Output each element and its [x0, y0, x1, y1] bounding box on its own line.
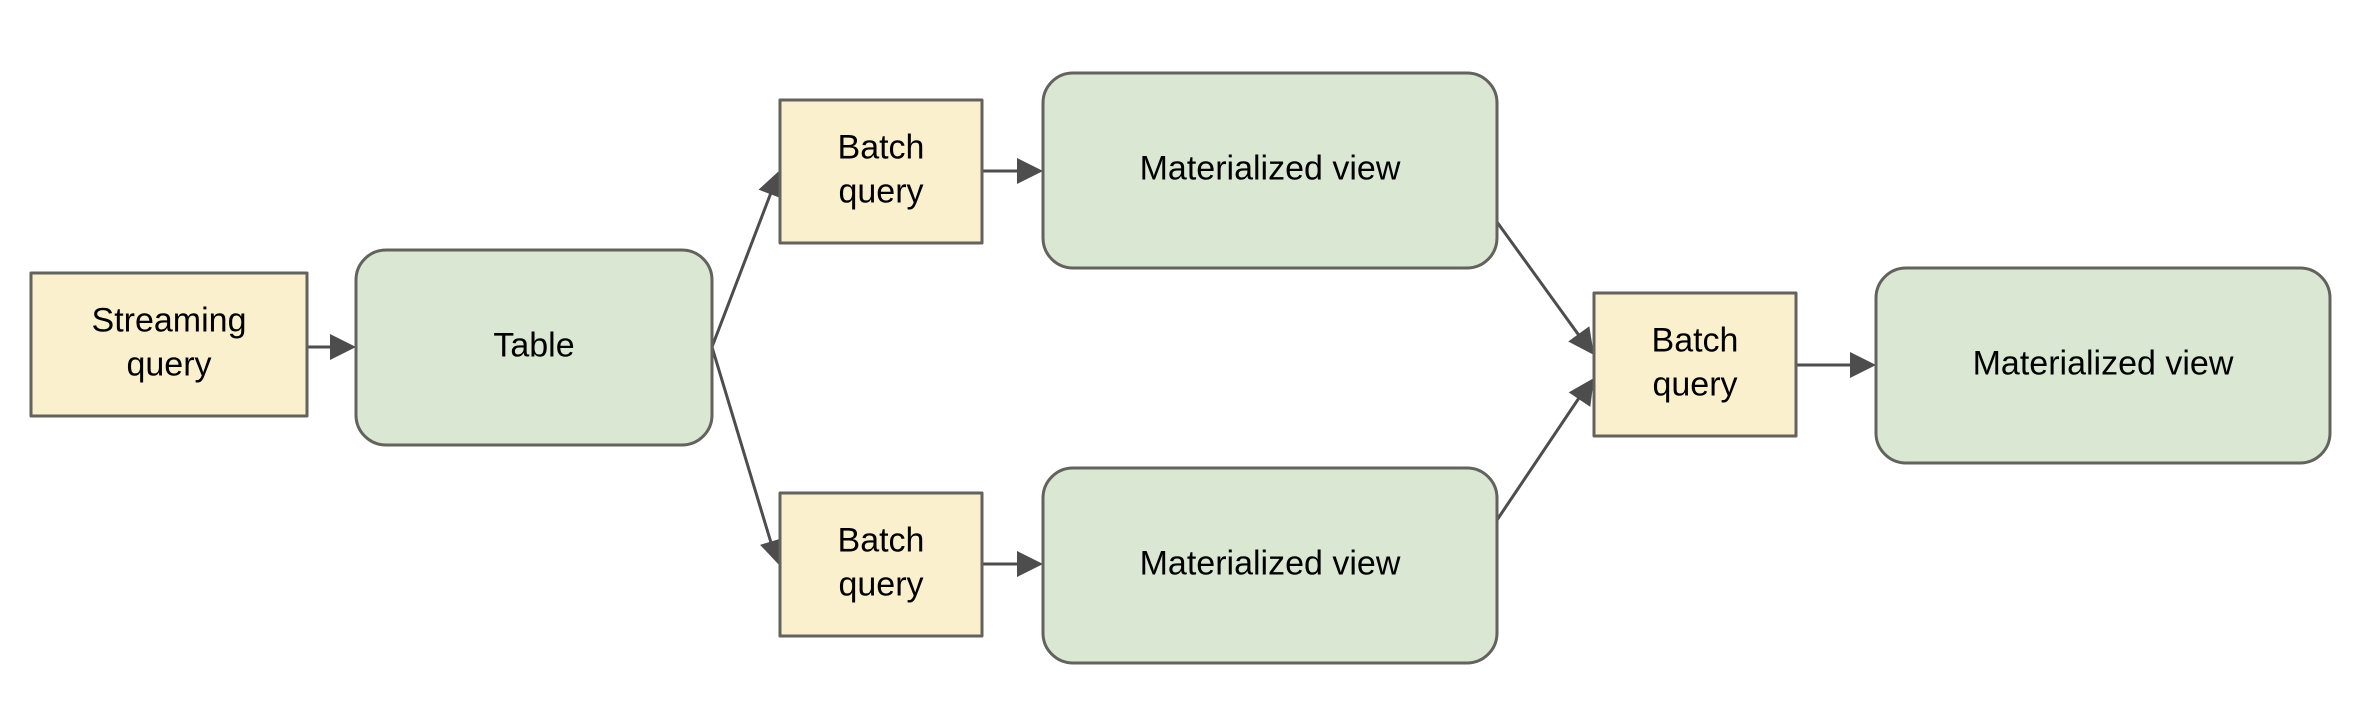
- node-label-streaming-query: query: [126, 345, 211, 383]
- edge-layer: [307, 158, 1876, 577]
- node-label-materialized-view-top: Materialized view: [1140, 149, 1401, 187]
- node-batch-query-bottom[interactable]: Batch query: [778, 491, 984, 638]
- node-label-batch-query-merge: query: [1652, 365, 1737, 403]
- node-shape-materialized-view-top[interactable]: [1041, 71, 1499, 270]
- node-label-batch-query-top: Batch: [838, 128, 925, 166]
- node-label-table: Table: [493, 326, 574, 364]
- node-shape-materialized-view-final[interactable]: [1874, 266, 2332, 465]
- node-label-materialized-view-bottom: Materialized view: [1140, 544, 1401, 582]
- node-label-batch-query-top: query: [838, 172, 923, 210]
- edge-batch-query-bottom-to-materialized-view-bottom: [982, 551, 1043, 577]
- edge-batch-query-top-to-materialized-view-top: [982, 158, 1043, 184]
- edge-streaming-query-to-table: [307, 334, 356, 360]
- node-batch-query-merge[interactable]: Batch query: [1592, 291, 1798, 438]
- node-label-streaming-query: Streaming: [92, 301, 247, 339]
- edge-batch-query-merge-to-materialized-view-final: [1796, 352, 1876, 378]
- edge-materialized-view-bottom-to-batch-query-merge: [1495, 378, 1594, 521]
- node-shape-streaming-query[interactable]: [29, 271, 309, 418]
- node-shape-materialized-view-bottom[interactable]: [1041, 466, 1499, 665]
- node-materialized-view-bottom[interactable]: Materialized view: [1041, 466, 1499, 665]
- node-shape-batch-query-merge[interactable]: [1592, 291, 1798, 438]
- node-batch-query-top[interactable]: Batch query: [778, 98, 984, 245]
- node-label-materialized-view-final: Materialized view: [1973, 344, 2234, 382]
- edge-table-to-batch-query-bottom: [710, 346, 785, 566]
- node-materialized-view-top[interactable]: Materialized view: [1041, 71, 1499, 270]
- node-shape-table[interactable]: [354, 248, 714, 447]
- node-label-batch-query-bottom: query: [838, 565, 923, 603]
- edge-table-to-batch-query-top: [710, 170, 783, 348]
- node-table[interactable]: Table: [354, 248, 714, 447]
- node-label-batch-query-merge: Batch: [1652, 321, 1739, 359]
- node-streaming-query[interactable]: Streaming query: [29, 271, 309, 418]
- node-shape-batch-query-top[interactable]: [778, 98, 984, 245]
- edge-materialized-view-top-to-batch-query-merge: [1495, 221, 1594, 355]
- node-shape-batch-query-bottom[interactable]: [778, 491, 984, 638]
- node-materialized-view-final[interactable]: Materialized view: [1874, 266, 2332, 465]
- node-label-batch-query-bottom: Batch: [838, 521, 925, 559]
